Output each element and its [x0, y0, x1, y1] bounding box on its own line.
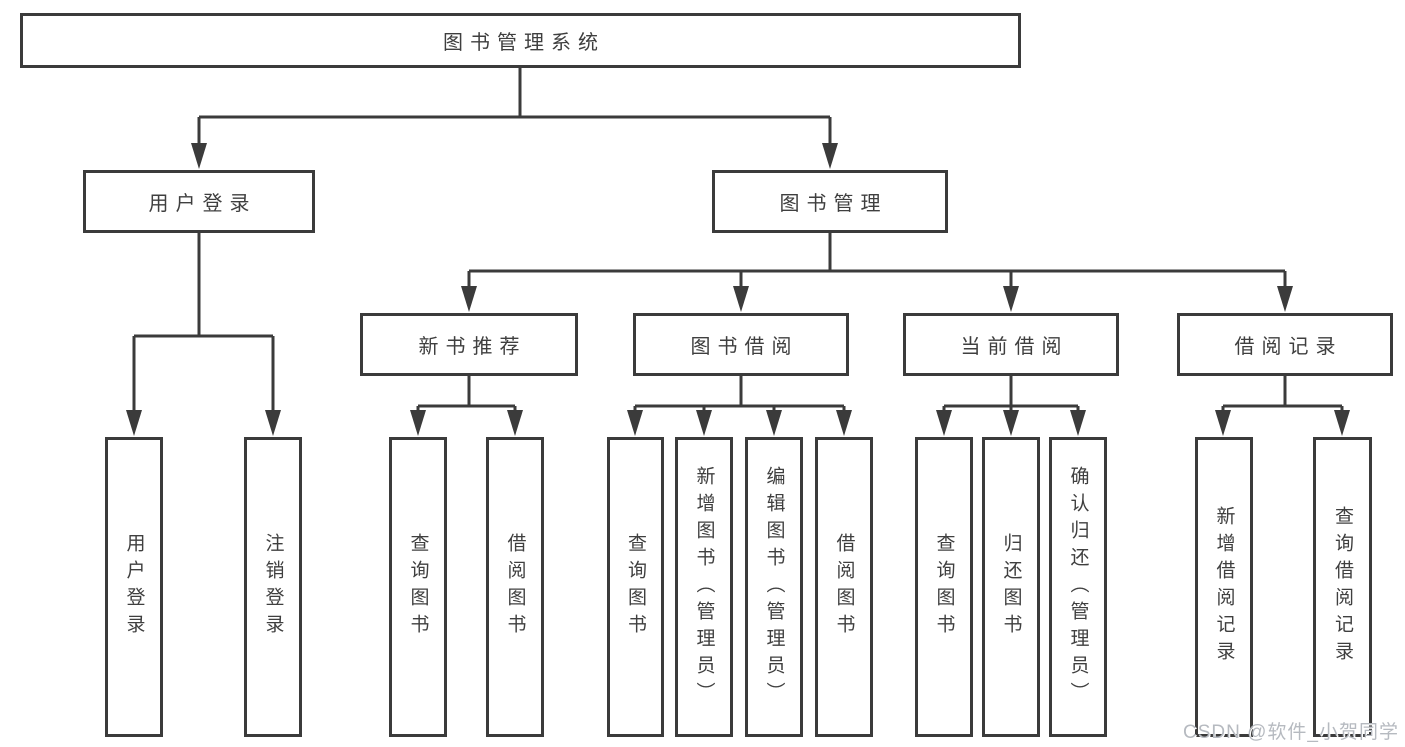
node-root-label: 图书管理系统 [443, 32, 605, 54]
node-leaf-add-borrow-record: 新增借阅记录 [1195, 437, 1253, 737]
node-leaf-logout-label: 注销登录 [262, 533, 284, 641]
node-book-borrowing: 图书借阅 [633, 313, 849, 376]
node-leaf-add-borrow-record-label: 新增借阅记录 [1213, 506, 1235, 668]
node-borrow-records: 借阅记录 [1177, 313, 1393, 376]
node-user-login-branch: 用户登录 [83, 170, 315, 233]
node-leaf-return-books: 归还图书 [982, 437, 1040, 737]
node-leaf-logout: 注销登录 [244, 437, 302, 737]
node-user-login-branch-label: 用户登录 [148, 193, 257, 215]
csdn-watermark: CSDN @软件_小贺同学 [1183, 722, 1399, 743]
node-book-management: 图书管理 [712, 170, 948, 233]
node-leaf-edit-books-admin: 编辑图书（管理员） [745, 437, 803, 737]
node-current-borrowing: 当前借阅 [903, 313, 1119, 376]
node-book-management-label: 图书管理 [779, 193, 888, 215]
node-leaf-recommend-query-books: 查询图书 [389, 437, 447, 737]
node-new-book-recommend: 新书推荐 [360, 313, 578, 376]
node-leaf-current-query-books: 查询图书 [915, 437, 973, 737]
node-leaf-borrowing-borrow-books: 借阅图书 [815, 437, 873, 737]
node-leaf-return-books-label: 归还图书 [1000, 533, 1022, 641]
node-leaf-confirm-return-admin-label: 确认归还（管理员） [1067, 465, 1089, 709]
node-leaf-edit-books-admin-label: 编辑图书（管理员） [763, 465, 785, 709]
node-leaf-recommend-borrow-books-label: 借阅图书 [504, 533, 526, 641]
node-leaf-current-query-books-label: 查询图书 [933, 533, 955, 641]
node-leaf-user-login: 用户登录 [105, 437, 163, 737]
node-root: 图书管理系统 [20, 13, 1021, 68]
arrowheads [126, 143, 1350, 436]
node-current-borrowing-label: 当前借阅 [960, 336, 1069, 358]
node-leaf-borrowing-borrow-books-label: 借阅图书 [833, 533, 855, 641]
node-borrow-records-label: 借阅记录 [1234, 336, 1343, 358]
node-leaf-user-login-label: 用户登录 [123, 533, 145, 641]
node-new-book-recommend-label: 新书推荐 [418, 336, 527, 358]
node-leaf-borrowing-query-books: 查询图书 [607, 437, 664, 737]
node-leaf-confirm-return-admin: 确认归还（管理员） [1049, 437, 1107, 737]
node-leaf-recommend-borrow-books: 借阅图书 [486, 437, 544, 737]
node-leaf-query-borrow-record-label: 查询借阅记录 [1332, 506, 1353, 668]
node-leaf-borrowing-query-books-label: 查询图书 [625, 533, 646, 641]
node-leaf-recommend-query-books-label: 查询图书 [407, 533, 429, 641]
node-leaf-query-borrow-record: 查询借阅记录 [1313, 437, 1372, 737]
node-book-borrowing-label: 图书借阅 [690, 336, 799, 358]
node-leaf-add-books-admin: 新增图书（管理员） [675, 437, 733, 737]
node-leaf-add-books-admin-label: 新增图书（管理员） [693, 465, 715, 709]
